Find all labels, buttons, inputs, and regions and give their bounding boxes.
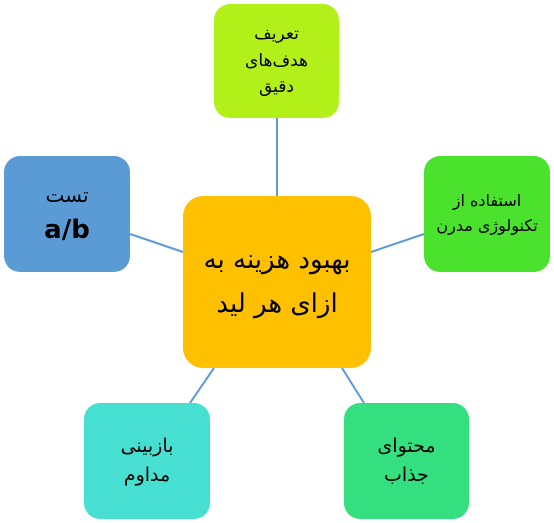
right-node: استفاده از تکنولوژی مدرن (424, 156, 550, 272)
top-node-line-1: تعریف (254, 24, 299, 45)
center-node-text: بهبود هزینه به ازای هر لید (204, 238, 351, 326)
right-node-text: استفاده از تکنولوژی مدرن (436, 189, 537, 239)
bottom-right-node: محتوای جذاب (344, 403, 469, 519)
right-node-line-1: استفاده از (452, 191, 522, 211)
connector-bottom-right (341, 367, 365, 404)
connector-right (370, 233, 425, 253)
bottom-right-node-text: محتوای جذاب (377, 432, 435, 491)
top-node-line-2: هدف‌های (245, 50, 308, 71)
bottom-left-node-line-2: مداوم (123, 464, 171, 486)
left-node-text: تست a/b (44, 183, 90, 245)
connector-bottom-left (189, 367, 215, 404)
top-node-text: تعریف هدف‌های دقیق (245, 21, 308, 100)
bottom-right-node-line-1: محتوای (377, 434, 436, 457)
center-node: بهبود هزینه به ازای هر لید (183, 196, 371, 368)
bottom-left-node-text: بازبینی مداوم (121, 432, 174, 491)
bottom-right-node-line-2: جذاب (384, 464, 429, 486)
bottom-left-node: بازبینی مداوم (84, 403, 210, 519)
center-node-line-2: ازای هر لید (216, 289, 338, 319)
center-node-line-1: بهبود هزینه به (203, 244, 351, 275)
connector-left (129, 233, 184, 253)
right-node-line-2: تکنولوژی مدرن (436, 216, 538, 235)
bottom-left-node-line-1: بازبینی (120, 434, 174, 457)
top-node-line-3: دقیق (258, 77, 294, 98)
left-node-label: تست (45, 183, 89, 207)
left-node-value: a/b (44, 215, 90, 245)
left-node: تست a/b (4, 156, 130, 272)
top-node: تعریف هدف‌های دقیق (214, 4, 339, 118)
